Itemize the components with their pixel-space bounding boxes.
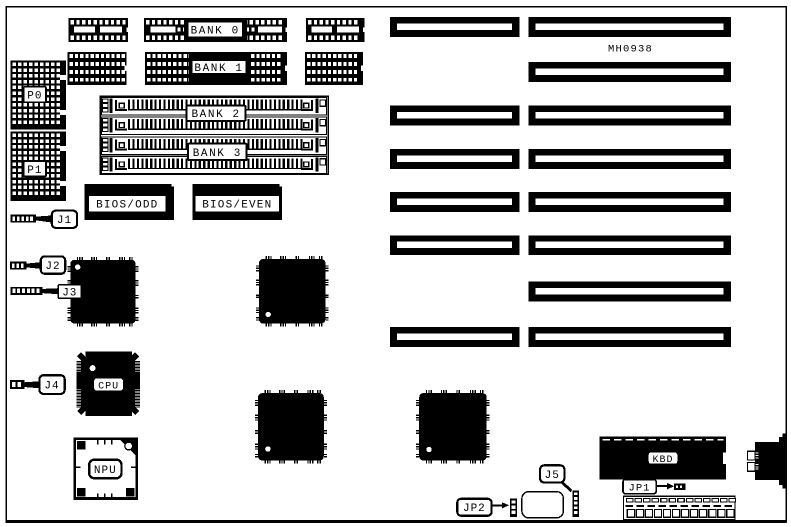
- svg-text:BANK 1: BANK 1: [194, 63, 243, 75]
- svg-text:JP2: JP2: [463, 503, 486, 515]
- svg-text:P0: P0: [27, 90, 42, 102]
- svg-text:BANK 0: BANK 0: [191, 25, 240, 37]
- svg-text:J1: J1: [57, 215, 72, 227]
- svg-text:CPU: CPU: [98, 381, 119, 392]
- svg-text:J5: J5: [545, 470, 560, 482]
- svg-text:J3: J3: [62, 288, 77, 300]
- svg-text:BANK 2: BANK 2: [191, 109, 240, 121]
- svg-text:P1: P1: [27, 165, 42, 177]
- svg-text:BIOS/EVEN: BIOS/EVEN: [202, 200, 272, 212]
- svg-text:NPU: NPU: [94, 465, 117, 477]
- svg-text:JP1: JP1: [629, 483, 651, 495]
- svg-text:BIOS/ODD: BIOS/ODD: [96, 200, 158, 212]
- svg-text:J4: J4: [44, 380, 59, 392]
- svg-text:MH0938: MH0938: [608, 44, 653, 56]
- svg-text:J2: J2: [45, 261, 60, 273]
- svg-text:KBD: KBD: [652, 455, 673, 466]
- svg-text:BANK 3: BANK 3: [193, 148, 242, 160]
